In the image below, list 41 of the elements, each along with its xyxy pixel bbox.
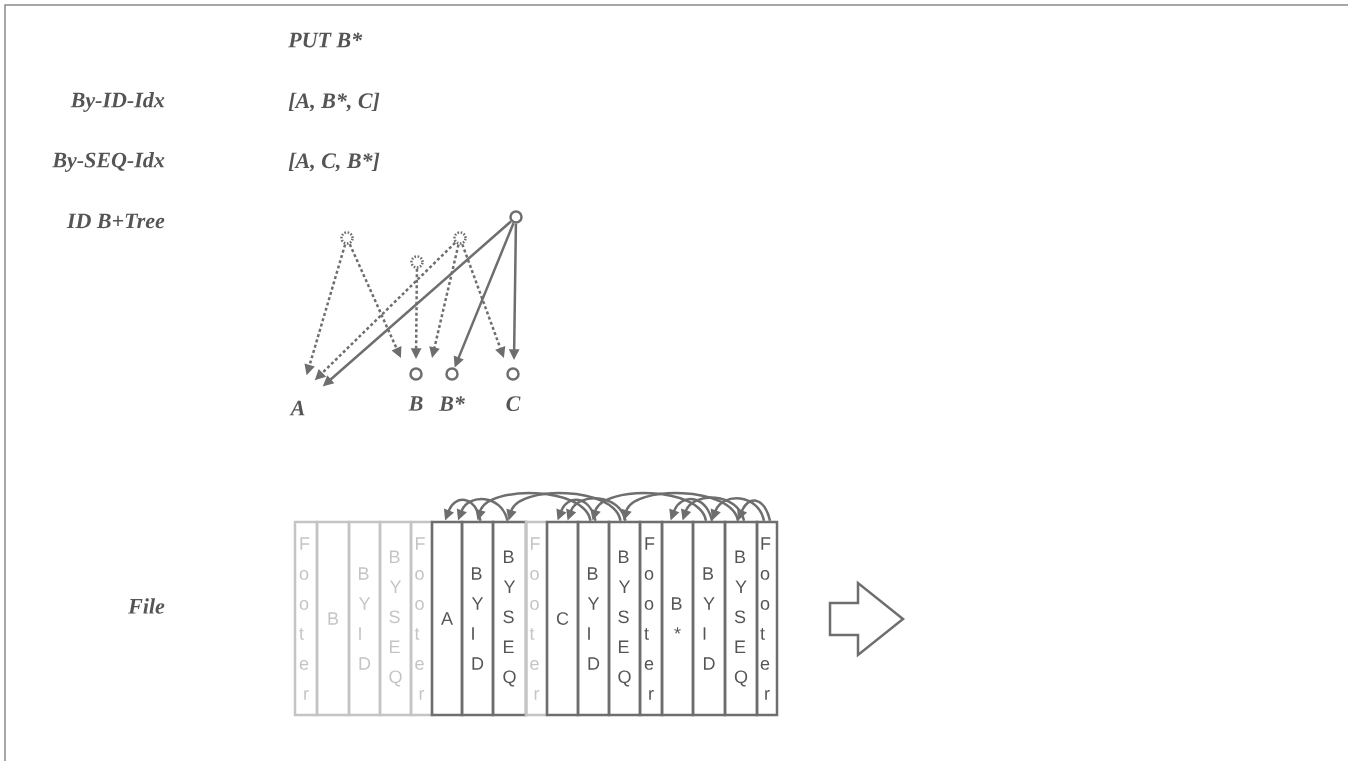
file-block: Footer [755, 520, 779, 717]
file-block: A [430, 520, 464, 717]
arrow [566, 497, 627, 522]
file-block: B [315, 520, 351, 717]
file-block: BY SEQ [607, 520, 642, 717]
arrow [681, 496, 746, 522]
row-label: File [128, 598, 165, 614]
row-label: By-ID-Idx [70, 92, 165, 112]
file-block: BY SEQ [378, 520, 413, 717]
row-label: By-SEQ-Idx [52, 152, 165, 172]
row-label: ID B+Tree [66, 213, 165, 229]
node-label: B [408, 396, 423, 411]
file-block: Footer [293, 520, 319, 717]
file-block: BY SEQ [491, 520, 528, 717]
file-block: BY ID [576, 520, 611, 717]
node-label: C [506, 396, 521, 411]
tree-node [453, 231, 467, 245]
row-label: [A, B*, C] [288, 92, 380, 112]
file-block: BY ID [691, 520, 727, 717]
file-block: BY SEQ [723, 520, 759, 717]
arrow [710, 497, 766, 522]
tree-node [410, 255, 424, 269]
arrow [621, 492, 740, 522]
tree-node [340, 231, 354, 245]
tree-node [509, 210, 523, 224]
row-label: PUT B* [288, 32, 363, 48]
arrow [475, 492, 592, 522]
arrow [590, 492, 708, 522]
file-block: C [545, 520, 580, 717]
arrow [506, 492, 622, 522]
arrow [737, 499, 772, 522]
file-block: Footer [524, 520, 549, 717]
arrow [556, 498, 597, 522]
node-label: B* [438, 396, 465, 411]
file-block: Footer [409, 520, 434, 717]
node-label: A [289, 400, 305, 416]
file-block: Footer [638, 520, 664, 717]
row-label: [A, C, B*] [288, 152, 380, 172]
file-block: B* [660, 520, 695, 717]
arrow [669, 497, 714, 522]
file-block: BY ID [460, 520, 495, 717]
